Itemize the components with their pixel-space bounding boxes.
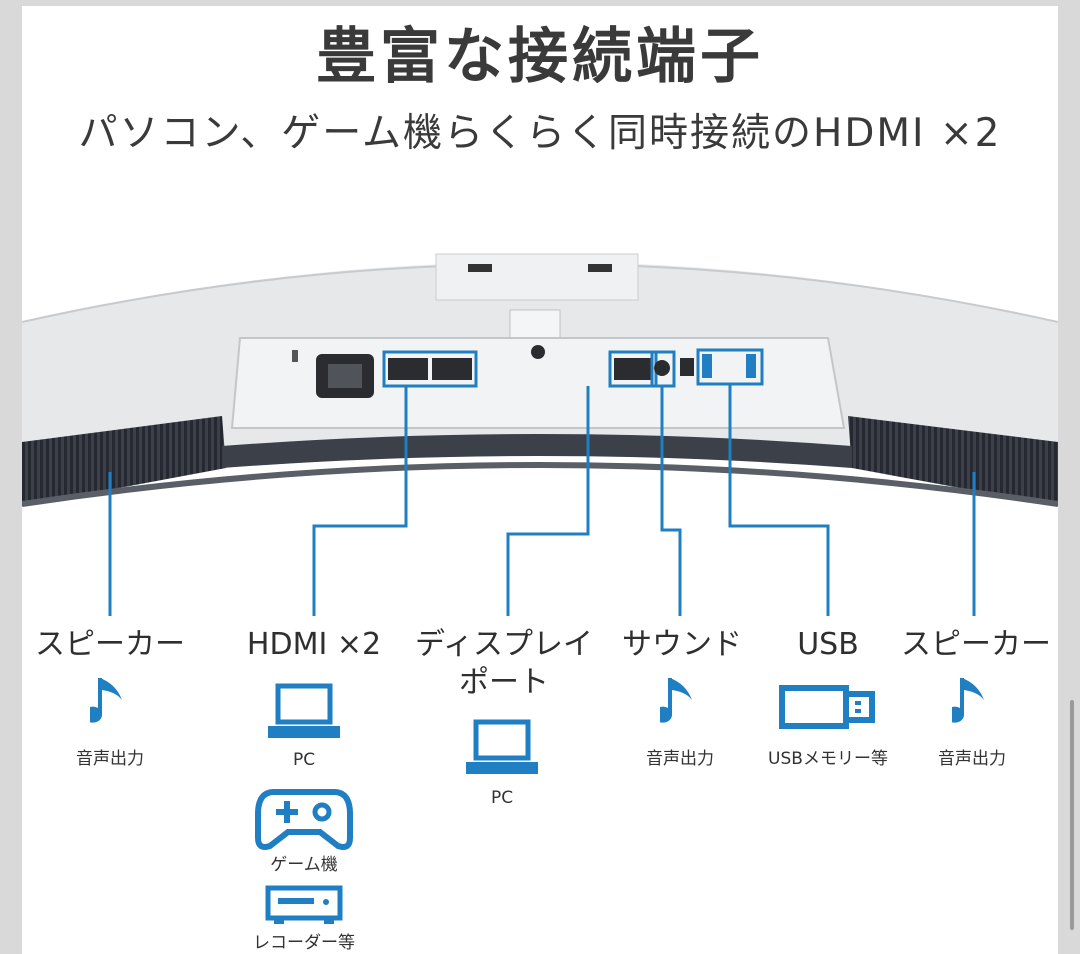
monitor-rear-illustration [22,253,1058,616]
usb-stick-icon [779,685,875,729]
music-note-icon [90,678,122,723]
music-note-icon [952,678,984,723]
label-displayport-line2: ポート [459,665,549,700]
laptop-icon [268,683,340,738]
label-usb: USB [797,627,859,662]
caption-audio-out-sound: 音声出力 [646,749,714,769]
caption-audio-out-right: 音声出力 [938,749,1006,769]
page-title: 豊富な接続端子 [316,22,764,92]
label-speaker-right: スピーカー [901,627,1051,662]
page-subtitle: パソコン、ゲーム機らくらく同時接続のHDMI ×2 [78,111,1002,156]
recorder-icon [265,885,343,924]
caption-usb-memory: USBメモリー等 [768,749,888,769]
label-sound: サウンド [622,627,742,662]
label-displayport-line1: ディスプレイ [415,627,593,662]
laptop-icon [466,719,538,774]
label-displayport: ディスプレイ ポート [415,626,593,702]
caption-game-console: ゲーム機 [270,855,338,875]
label-hdmi: HDMI ×2 [246,627,382,662]
label-speaker-left: スピーカー [35,627,185,662]
caption-pc-displayport: PC [490,788,514,808]
caption-audio-out-left: 音声出力 [76,749,144,769]
caption-pc-hdmi: PC [292,750,316,770]
gamepad-icon [255,789,353,850]
caption-recorder: レコーダー等 [253,933,355,953]
music-note-icon [660,678,692,723]
scrollbar[interactable] [1070,700,1074,930]
product-image: 豊富な接続端子 パソコン、ゲーム機らくらく同時接続のHDMI ×2 [22,6,1058,954]
